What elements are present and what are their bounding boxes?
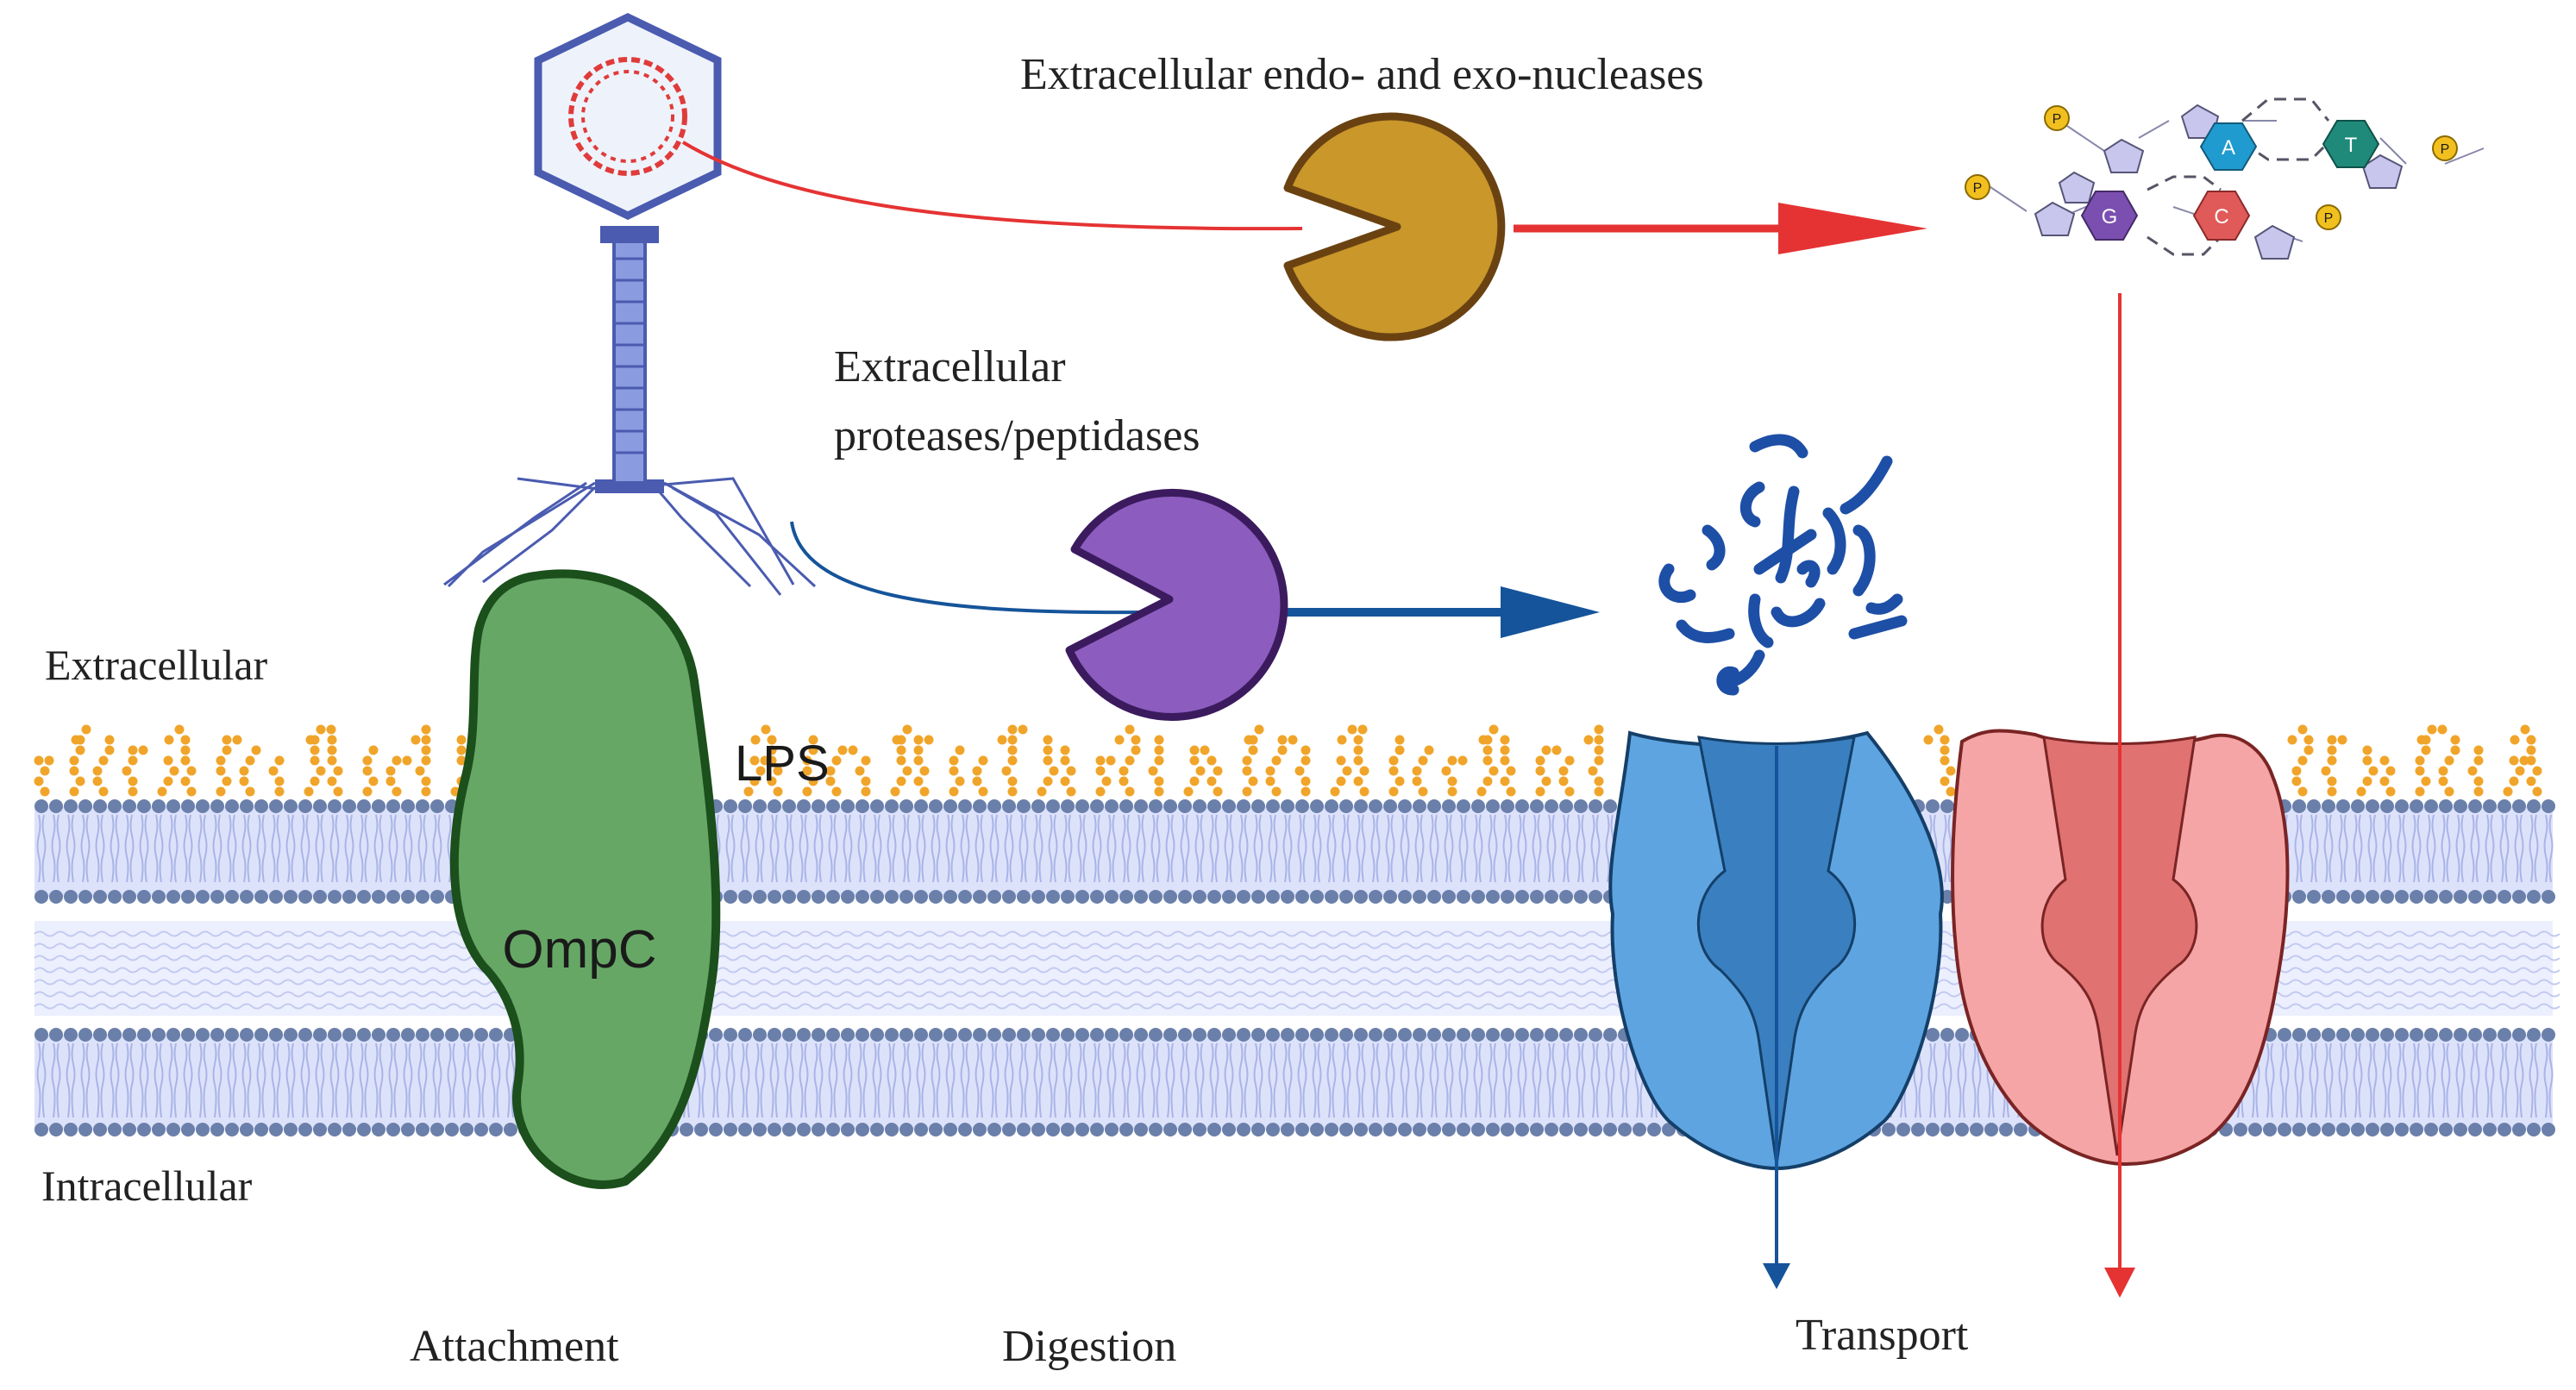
peptide-transporter (1608, 730, 1944, 1289)
attachment-label: Attachment (410, 1322, 619, 1371)
sugar-6 (2253, 224, 2296, 260)
base-t-shape (2322, 120, 2380, 168)
base-c-label: C (2214, 205, 2228, 229)
phage-capsid (534, 13, 722, 220)
extracellular-label: Extracellular (45, 641, 268, 689)
protease-enzyme (1065, 489, 1288, 721)
base-a-label: A (2222, 136, 2235, 160)
digestion-label: Digestion (1002, 1322, 1176, 1371)
sugar-1 (2103, 138, 2145, 173)
ompc-label: OmpC (502, 920, 656, 980)
proteases-label-line2: proteases/peptidases (834, 411, 1200, 460)
intracellular-label: Intracellular (41, 1161, 253, 1210)
phosphate-label-4: P (2324, 211, 2334, 226)
lps-label: LPS (735, 736, 830, 792)
bacteriophage (443, 13, 817, 596)
nucleases-label: Extracellular endo- and exo-nucleases (1020, 50, 1704, 99)
base-g-shape (2080, 191, 2139, 241)
proteases-label-line1: Extracellular (834, 342, 1066, 391)
peptide-fragments (1658, 434, 1908, 696)
nucleotide-transport-arrowhead (2104, 1268, 2135, 1298)
base-g-label: G (2102, 205, 2118, 229)
phage-dna-inner (581, 70, 674, 163)
phosphate-group-3: P (1965, 174, 1990, 200)
phosphate-group-2: P (2432, 135, 2458, 161)
peptide-release-curve (790, 521, 1144, 615)
phosphate-label-1: P (2053, 112, 2062, 127)
phage-collar (600, 226, 659, 243)
phage-tail-rings (614, 257, 645, 454)
phosphate-label-2: P (2441, 142, 2450, 157)
sugar-2 (2180, 103, 2220, 139)
ompc-shape (449, 569, 721, 1189)
phosphate-label-3: P (1973, 181, 1983, 196)
lps-chains (34, 724, 2542, 797)
phage-tail-fibers (443, 477, 817, 596)
phage-tail (612, 235, 647, 485)
nuclease-output-arrowhead (1778, 203, 1927, 254)
ompc-protein: OmpC (449, 569, 721, 1189)
nucleotide-strands: A T G C P P P P (1965, 97, 2485, 260)
phosphate-group-4: P (2316, 204, 2341, 230)
base-a-shape (2199, 122, 2258, 171)
periplasm-pattern (34, 930, 2560, 1010)
transport-label: Transport (1796, 1311, 1969, 1360)
nuclease-enzyme (1283, 112, 1506, 341)
phosphate-group-1: P (2044, 105, 2070, 131)
peptide-transport-arrowhead (1763, 1263, 1790, 1289)
sugar-5 (2058, 171, 2096, 203)
base-c-shape (2192, 191, 2251, 241)
protease-output-arrowhead (1501, 586, 1600, 638)
base-t-label: T (2345, 134, 2358, 157)
dna-release-curve (681, 141, 1303, 231)
sugar-4 (2034, 201, 2076, 236)
phage-dna (568, 57, 687, 176)
